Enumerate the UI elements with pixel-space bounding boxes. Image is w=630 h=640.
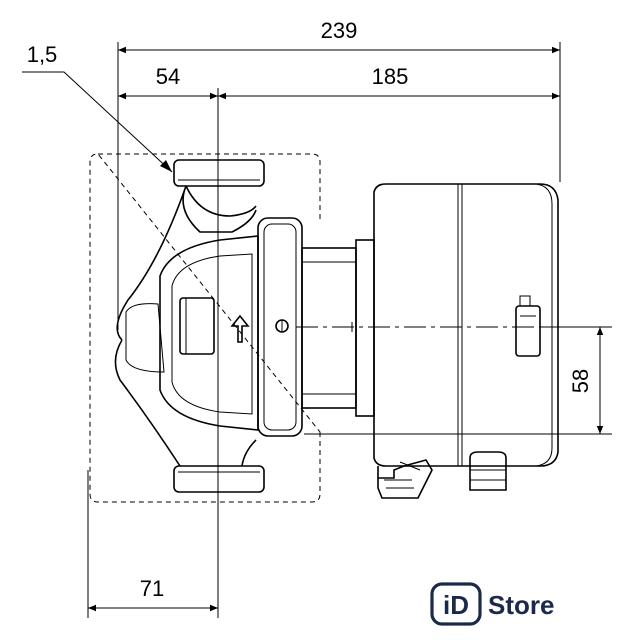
motor-neck <box>301 239 375 417</box>
leader-flange-thread: 1,5 <box>22 42 173 173</box>
extension-lines <box>87 42 612 618</box>
inlet-offset-label: 54 <box>156 64 180 89</box>
logo-word-text: Store <box>488 590 554 620</box>
flange-thread-label: 1,5 <box>27 42 58 67</box>
logo-badge <box>430 582 482 626</box>
dimension-motor-length: 185 <box>218 64 560 100</box>
cable-connector <box>377 451 507 499</box>
axis-height-label: 58 <box>568 369 593 393</box>
dimension-inlet-offset: 54 <box>118 64 218 100</box>
dimension-axis-height: 58 <box>568 327 604 434</box>
brand-logo: iD Store <box>430 582 554 626</box>
dimension-base-offset: 71 <box>88 576 218 612</box>
dashed-envelope <box>89 153 321 503</box>
base-offset-label: 71 <box>140 576 164 601</box>
pump-body <box>114 159 265 493</box>
coupling-flange <box>257 217 303 437</box>
motor-length-label: 185 <box>372 64 409 89</box>
motor-housing <box>373 183 559 467</box>
flow-direction-icon <box>230 314 250 343</box>
overall-length-label: 239 <box>321 18 358 43</box>
logo-mark-text: iD <box>443 590 469 620</box>
dimension-overall-length: 239 <box>118 18 560 54</box>
